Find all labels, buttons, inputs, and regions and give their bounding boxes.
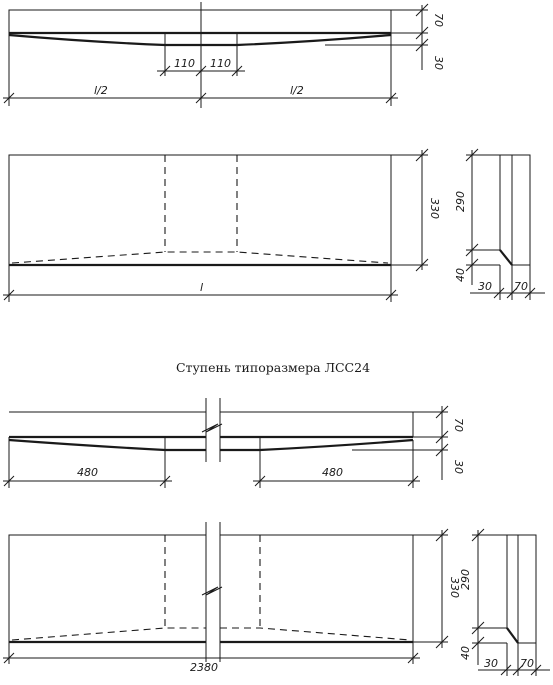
top-side-outline [8,9,392,34]
break-zigzag-icon [201,423,223,433]
top-cross-section [465,148,545,300]
section-caption: Ступень типоразмера ЛСС24 [176,360,370,375]
dim-top-nosing: 30 [432,56,445,70]
bottom-side-outline [9,411,414,438]
dim-top-support-right: 110 [210,57,231,70]
top-plan-view [3,148,429,302]
dim-bottom-nosing: 30 [452,460,465,474]
dim-bottom-cross-bottom: 40 [459,646,472,660]
bottom-cross-section [471,528,550,676]
dim-top-half-right: l/2 [290,84,304,97]
top-side-soffit [8,33,392,47]
dim-bottom-thickness: 70 [452,418,465,432]
top-side-view [3,2,429,108]
dim-top-half-left: l/2 [94,84,108,97]
dim-bottom-cross-height: 290 [459,569,472,590]
dim-top-support-left: 110 [174,57,195,70]
dim-bottom-end-left: 480 [77,466,98,479]
dim-top-cross-thickness: 70 [514,280,528,293]
break-zigzag-icon [201,586,223,596]
dim-top-cross-bottom: 40 [454,268,467,282]
dim-bottom-cross-thickness: 70 [520,657,534,670]
dim-bottom-width: 330 [448,577,461,598]
bottom-plan-view [3,522,449,664]
dim-top-thickness: 70 [432,13,445,27]
bottom-cross-outline [506,534,537,644]
top-plan-hidden-edge [11,251,389,264]
top-cross-outline [499,154,531,266]
bottom-plan-outline [8,534,414,643]
dim-bottom-length: 2380 [190,661,218,674]
dim-top-cross-height: 290 [454,191,467,212]
dim-top-cross-nosing: 30 [478,280,492,293]
top-plan-outline [8,154,392,266]
bottom-side-view [3,398,449,488]
dim-top-length: l [200,281,203,294]
dim-top-width: 330 [428,198,441,219]
dim-bottom-cross-nosing: 30 [484,657,498,670]
dim-bottom-end-right: 480 [322,466,343,479]
